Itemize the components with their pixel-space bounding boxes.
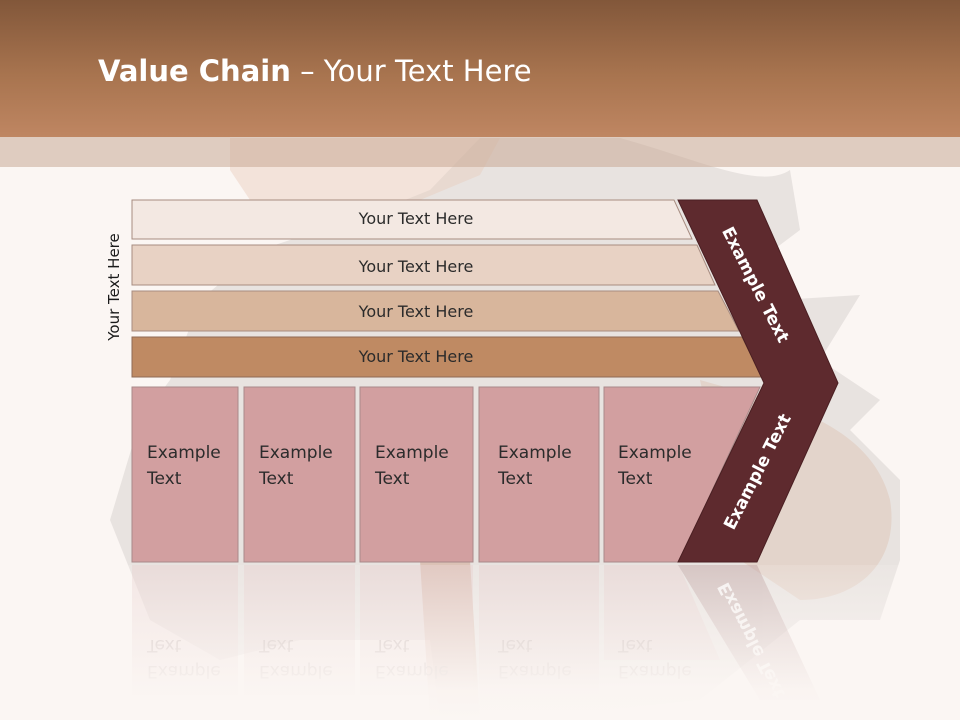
cell-4-shape[interactable] <box>478 386 600 563</box>
cell-2-label: Example Text <box>259 443 333 489</box>
bar-2-shape[interactable] <box>131 244 716 286</box>
bar-3-shape[interactable] <box>131 290 740 332</box>
reflection-fade <box>0 565 960 720</box>
cell-4-label: Example Text <box>498 443 572 489</box>
title-bold: Value Chain <box>98 54 291 88</box>
cell-1-label: Example Text <box>147 443 221 489</box>
slide-header <box>0 0 960 137</box>
cell-5-label: Example Text <box>618 443 692 489</box>
side-label: Your Text Here <box>105 233 123 341</box>
cell-1-shape[interactable] <box>131 386 239 563</box>
bar-4-label: Your Text Here <box>358 347 474 366</box>
bar-3-label: Your Text Here <box>358 302 474 321</box>
bar-1-shape[interactable] <box>131 199 693 240</box>
bar-1-label: Your Text Here <box>358 209 474 228</box>
bar-2-label: Your Text Here <box>358 257 474 276</box>
title-rest: – Your Text Here <box>290 54 532 88</box>
cell-3-label: Example Text <box>375 443 449 489</box>
cell-2-shape[interactable] <box>243 386 356 563</box>
cell-3-shape[interactable] <box>359 386 474 563</box>
chevron-arrow[interactable] <box>677 199 839 563</box>
slide-title[interactable]: Value Chain – Your Text Here <box>98 54 532 88</box>
header-band <box>0 137 960 167</box>
